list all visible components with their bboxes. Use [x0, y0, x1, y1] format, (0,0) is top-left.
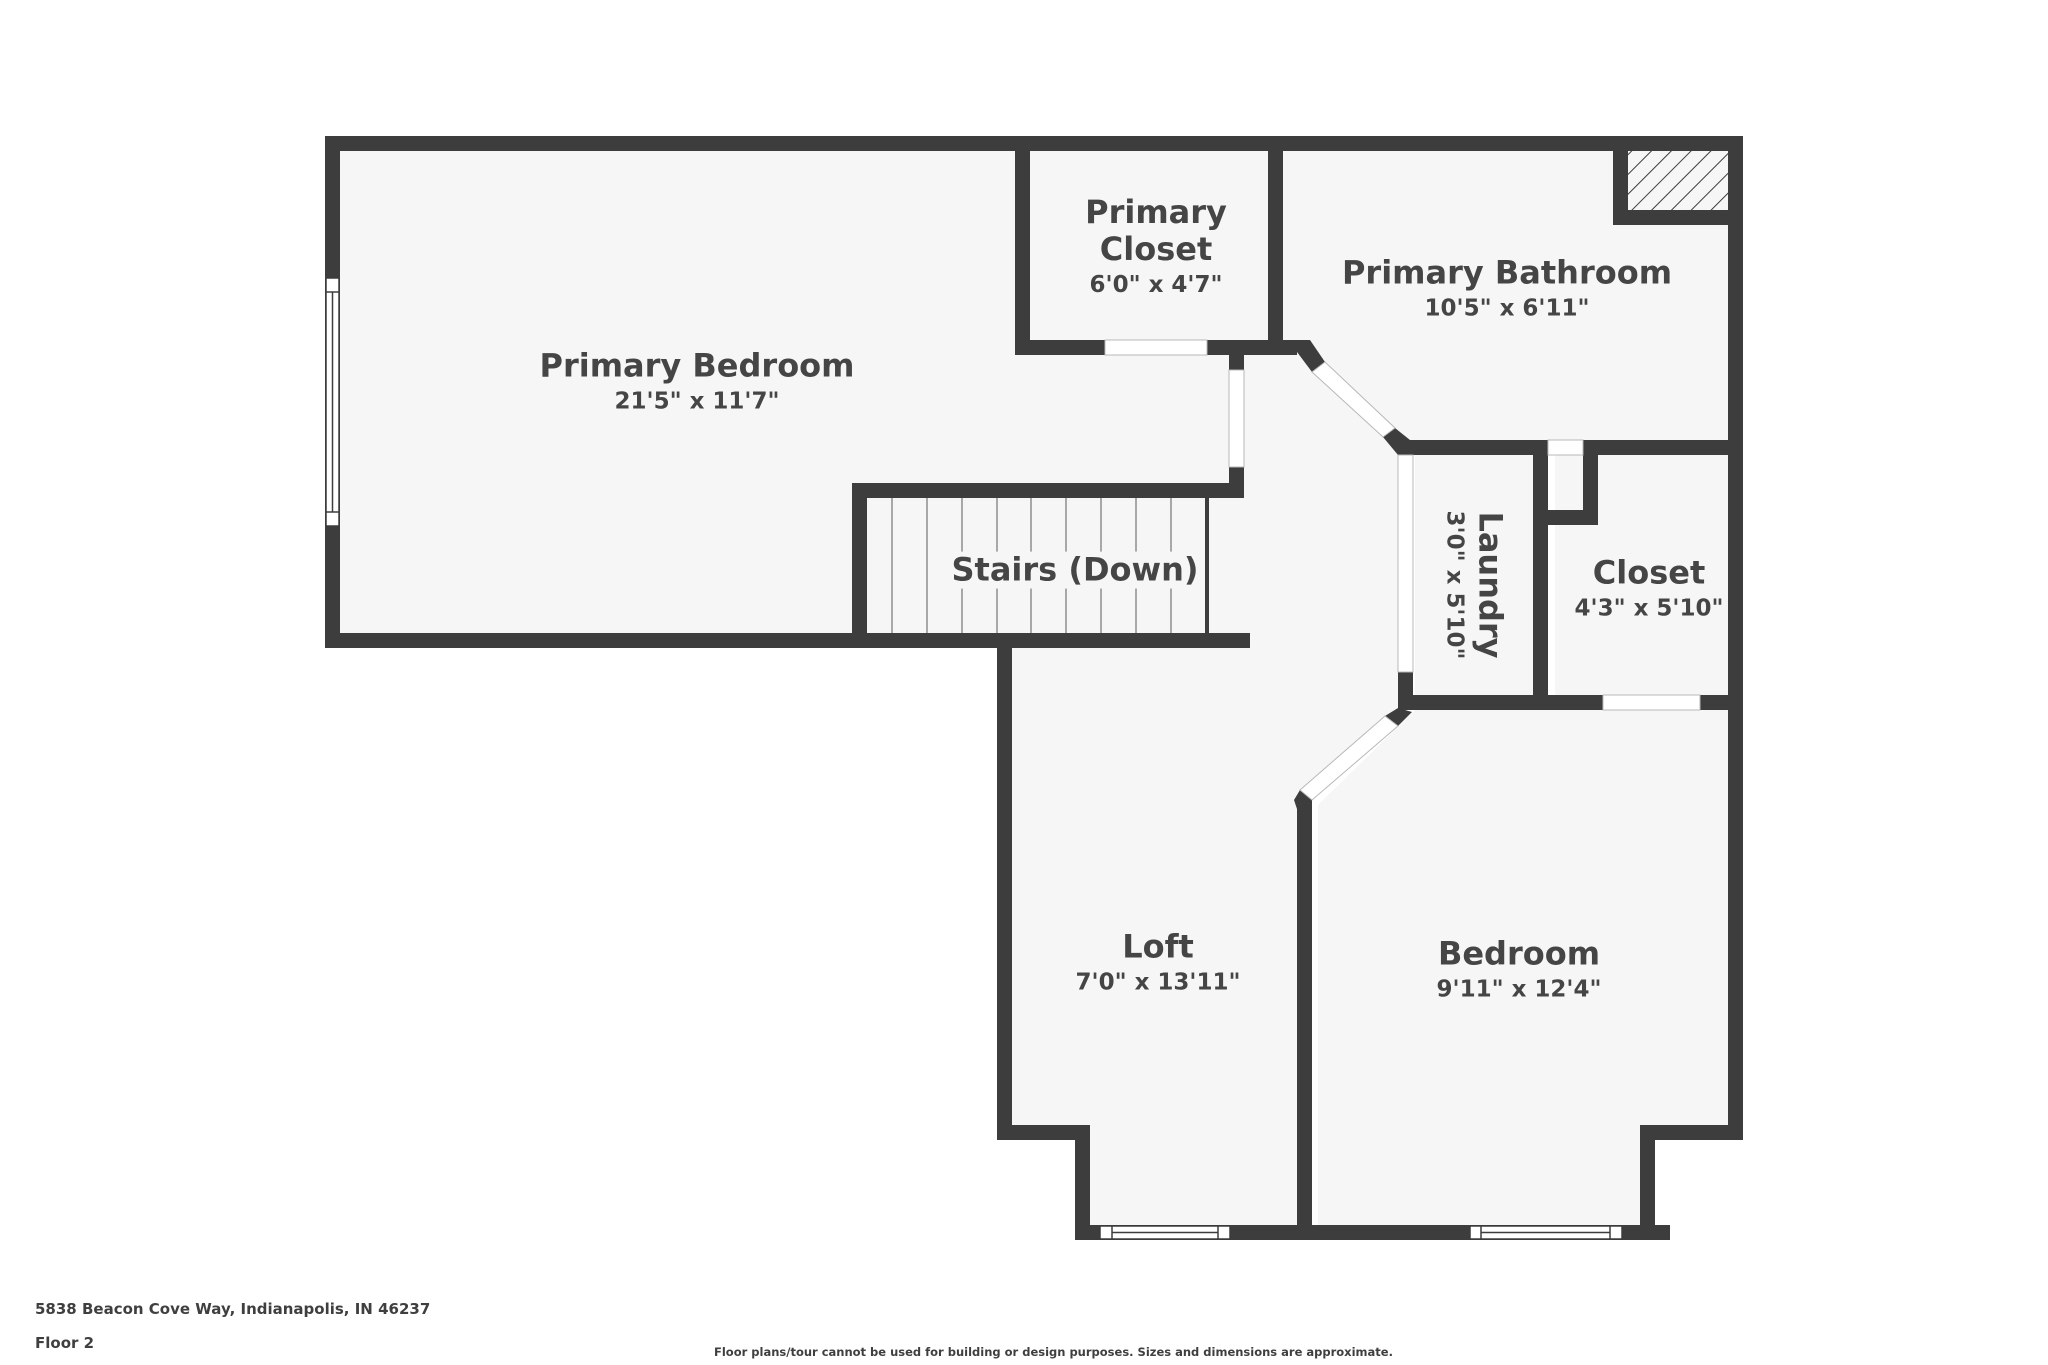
room-label-primary-closet: Primary Closet 6'0" x 4'7" [1085, 194, 1227, 298]
room-dimensions: 10'5" x 6'11" [1424, 295, 1590, 322]
room-dimensions: 21'5" x 11'7" [614, 388, 780, 415]
shaft-hatched-area [1628, 151, 1728, 210]
room-dimensions: 7'0" x 13'11" [1075, 969, 1241, 996]
windows [325, 277, 1623, 1240]
laundry-opening [1397, 454, 1414, 673]
bedroom-door [1299, 715, 1399, 801]
room-dimensions: 6'0" x 4'7" [1089, 271, 1223, 298]
room-name: Primary Bedroom [539, 346, 855, 385]
room-label-stairs: Stairs (Down) [947, 550, 1203, 589]
room-name: Closet [1592, 553, 1706, 592]
room-label-closet: Closet 4'3" x 5'10" [1575, 554, 1724, 621]
floor-laundry [1415, 455, 1540, 695]
room-label-loft: Loft 7'0" x 13'11" [1076, 928, 1241, 995]
room-dimensions: 4'3" x 5'10" [1574, 595, 1724, 622]
room-name: Loft [1122, 927, 1194, 966]
floor-primary-closet [1030, 151, 1268, 340]
door-openings [1104, 339, 1701, 801]
room-name: Bedroom [1437, 934, 1601, 973]
room-label-primary-bathroom: Primary Bathroom 10'5" x 6'11" [1342, 254, 1672, 321]
room-name-line1: Primary [1085, 192, 1227, 231]
room-label-bedroom: Bedroom 9'11" x 12'4" [1437, 935, 1602, 1002]
window-primary-bedroom [325, 277, 340, 527]
room-dimensions: 9'11" x 12'4" [1436, 976, 1602, 1003]
primary-closet-door [1104, 339, 1208, 356]
room-name: Stairs (Down) [951, 550, 1199, 589]
room-name: Primary Bathroom [1341, 253, 1673, 292]
room-name: Laundry [1471, 511, 1510, 659]
floor-label: Floor 2 [35, 1334, 95, 1352]
room-label-laundry: Laundry 3'0" x 5'10" [1441, 510, 1510, 660]
room-label-primary-bedroom: Primary Bedroom 21'5" x 11'7" [539, 347, 854, 414]
window-loft [1099, 1225, 1231, 1240]
closet-nook-door [1547, 439, 1584, 456]
primary-bathroom-door [1311, 361, 1396, 438]
primary-bedroom-door [1228, 369, 1245, 468]
room-dimensions: 3'0" x 5'10" [1441, 510, 1468, 660]
property-address: 5838 Beacon Cove Way, Indianapolis, IN 4… [35, 1300, 431, 1318]
window-bedroom [1469, 1225, 1623, 1240]
room-name-line2: Closet [1099, 229, 1213, 268]
closet-door [1602, 694, 1701, 711]
floor-bedroom [1318, 710, 1728, 1225]
disclaimer-text: Floor plans/tour cannot be used for buil… [714, 1345, 1393, 1359]
